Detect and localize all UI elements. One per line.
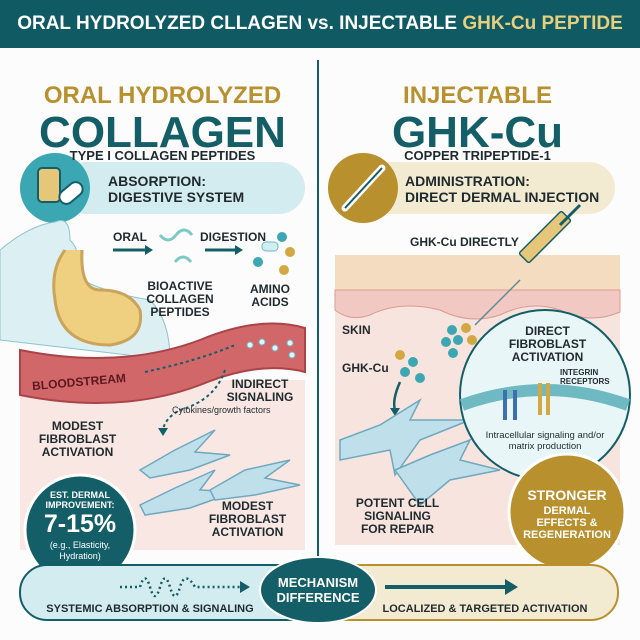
peptide-chains (158, 228, 194, 263)
cell-membrane (459, 384, 631, 411)
blood-particles (246, 338, 296, 359)
syringe-icon (328, 153, 398, 223)
bottom-label-right: LOCALIZED & TARGETED ACTIVATION (382, 603, 588, 615)
signal-dashed-arrow-down (162, 369, 226, 431)
left-title: COLLAGEN (39, 108, 286, 157)
indirect-signaling-label: INDIRECT SIGNALING (226, 377, 294, 404)
ghk-cu-particles (395, 323, 477, 383)
result-value-left: 7-15% (43, 510, 117, 538)
potent-signaling-label: POTENT CELL SIGNALING FOR REPAIR (355, 496, 440, 536)
mechanism-badge (259, 556, 377, 624)
fibroblast-label-2: MODEST FIBROBLAST ACTIVATION (208, 499, 287, 539)
fibroblast-cells-right (339, 397, 501, 507)
signal-dashed-arrow (144, 344, 236, 373)
route-right-line1: ADMINISTRATION: (405, 173, 530, 189)
ghk-cu-label: GHK-Cu (342, 361, 389, 375)
receptor-blue (503, 390, 517, 420)
result-line2-right: DERMAL EFFECTS & REGENERATION (523, 505, 611, 541)
cytokines-label: Cytokines/growth factors (172, 405, 271, 415)
ghk-directly-label: GHK-Cu DIRECTLY (410, 235, 519, 249)
zoom-title: DIRECT FIBROBLAST ACTIVATION (508, 324, 587, 364)
bloodstream-vessel (19, 322, 306, 404)
right-kicker: INJECTABLE (403, 82, 552, 109)
peptides-label: BIOACTIVE COLLAGEN PEPTIDES (146, 279, 214, 319)
result-note-left: (e.g., Elasticity, Hydration) (49, 540, 111, 561)
skin-label: SKIN (342, 323, 371, 337)
header-title: ORAL HYDROLYZED CLLAGEN vs. INJECTABLE (17, 13, 463, 34)
result-line1-right: STRONGER (527, 487, 607, 503)
left-kicker: ORAL HYDROLYZED (43, 82, 282, 109)
integrin-label: INTEGRIN RECEPTORS (560, 368, 610, 386)
step-digestion: DIGESTION (200, 230, 267, 244)
route-box-right (350, 162, 615, 214)
header-banner: ORAL HYDROLYZED CLLAGEN vs. INJECTABLE G… (0, 0, 640, 48)
amino-acids-label: AMINO ACIDS (250, 282, 290, 309)
bottom-label-left: SYSTEMIC ABSORPTION & SIGNALING (46, 603, 254, 615)
mechanism-difference-label: MECHANISM DIFFERENCE (276, 575, 360, 605)
right-subtitle: COPPER TRIPEPTIDE-1 (404, 148, 551, 163)
syringe-illustration (474, 203, 582, 326)
systemic-dotted-arrow (120, 577, 240, 598)
route-left-line2: DIGESTIVE SYSTEM (108, 189, 245, 205)
integrin-receptor (538, 383, 550, 415)
route-box-left (60, 162, 305, 214)
fibroblast-cells-left (138, 429, 301, 516)
amino-acid-particles (253, 232, 295, 275)
fibroblast-label-1: MODEST FIBROBLAST ACTIVATION (38, 419, 117, 459)
step-oral: ORAL (113, 230, 147, 244)
stomach-icon (52, 249, 143, 347)
supplement-bottle-and-capsule-icon (20, 153, 90, 223)
route-right-line2: DIRECT DERMAL INJECTION (405, 189, 600, 205)
intracellular-label: Intracellular signaling and/or matrix pr… (485, 430, 605, 452)
right-title: GHK-Cu (391, 108, 564, 157)
route-left-line1: ABSORPTION: (108, 173, 206, 189)
header-title-accent: GHK-Cu PEPTIDE (462, 13, 623, 34)
left-subtitle: TYPE I COLLAGEN PEPTIDES (69, 148, 256, 163)
result-heading-left: EST. DERMAL IMPROVEMENT: (45, 490, 115, 510)
